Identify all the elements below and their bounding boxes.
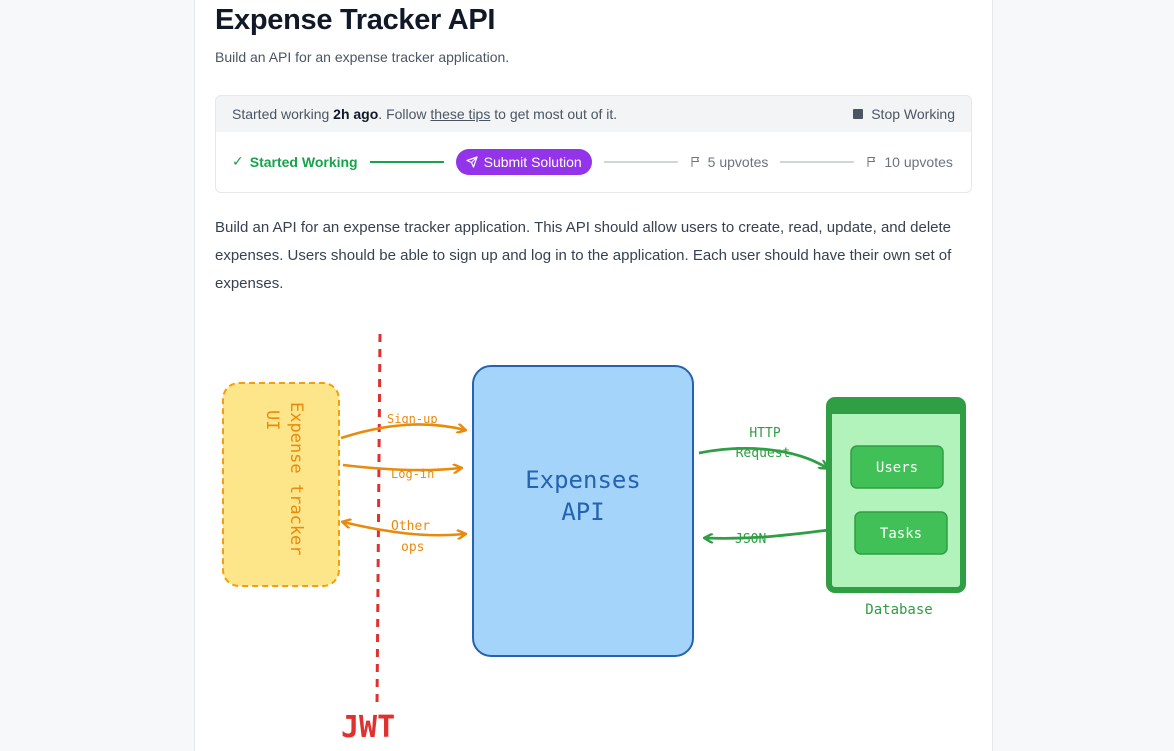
db-users-label: Users: [876, 460, 918, 476]
step-connector: [603, 160, 678, 163]
step-started-working: ✓ Started Working: [232, 153, 358, 170]
submit-solution-button[interactable]: Submit Solution: [455, 148, 592, 175]
other-ops-label-2: ops: [401, 540, 424, 555]
db-users-box[interactable]: [850, 445, 944, 489]
client-ui-label-2: UI: [262, 410, 282, 430]
client-ui-box: [222, 382, 340, 587]
stop-working-label: Stop Working: [871, 106, 955, 122]
other-ops-arrow: [343, 522, 465, 535]
stop-icon: [853, 109, 864, 119]
progress-steps: ✓ Started Working Submit Solution 5 upvo…: [216, 132, 971, 191]
step-connector-done: [369, 160, 444, 163]
step-connector: [780, 160, 855, 163]
progress-card: Started working 2h ago. Follow these tip…: [215, 95, 972, 193]
send-icon: [466, 155, 478, 168]
status-prefix: Started working: [232, 106, 330, 122]
step-5-upvotes: 5 upvotes: [690, 153, 769, 170]
page-subtitle: Build an API for an expense tracker appl…: [215, 49, 510, 65]
http-label-2: Request: [736, 446, 791, 461]
json-arrow: [705, 528, 830, 538]
status-mid: . Follow: [378, 106, 427, 122]
status-time: 2h ago: [333, 106, 379, 122]
main-panel: Expense Tracker API Build an API for an …: [194, 0, 993, 751]
flag-icon: [691, 157, 699, 167]
database-label: Database: [865, 602, 932, 618]
stop-working-button[interactable]: Stop Working: [853, 106, 955, 122]
db-tasks-label: Tasks: [880, 526, 922, 542]
submit-solution-label: Submit Solution: [483, 153, 582, 170]
expenses-api-box: [472, 365, 694, 657]
step-started-label: Started Working: [249, 153, 358, 170]
step-10-upvotes: 10 upvotes: [866, 154, 953, 170]
flag-icon: [867, 157, 876, 167]
jwt-boundary-line: [375, 333, 382, 707]
page-title: Expense Tracker API: [215, 4, 496, 36]
progress-status-bar: Started working 2h ago. Follow these tip…: [216, 96, 971, 132]
login-arrow: [342, 465, 461, 470]
client-ui-label: Expense tracker: [286, 402, 306, 556]
signup-arrow: [340, 423, 465, 440]
http-label: HTTP: [749, 426, 780, 441]
architecture-diagram: Expense tracker UI JWT Sign-up Log-in Ot…: [222, 333, 966, 745]
check-icon: ✓: [232, 153, 244, 169]
login-label: Log-in: [391, 467, 434, 481]
http-request-arrow: [698, 447, 827, 468]
status-text: Started working 2h ago. Follow these tip…: [232, 106, 617, 122]
db-tasks-box[interactable]: [854, 511, 948, 555]
database-box: [826, 397, 966, 593]
step-5-upvotes-label: 5 upvotes: [707, 153, 769, 170]
expenses-api-label: Expenses: [525, 466, 641, 494]
jwt-label: JWT: [341, 710, 395, 745]
signup-label: Sign-up: [387, 412, 438, 426]
expenses-api-label-2: API: [561, 498, 604, 526]
other-ops-label: Other: [391, 519, 430, 534]
step-10-upvotes-label: 10 upvotes: [884, 153, 953, 170]
database-top-bar: [829, 400, 963, 414]
status-suffix: to get most out of it.: [494, 106, 618, 122]
tips-link[interactable]: these tips: [430, 106, 491, 122]
project-description: Build an API for an expense tracker appl…: [215, 219, 952, 292]
json-label: JSON: [735, 532, 766, 547]
